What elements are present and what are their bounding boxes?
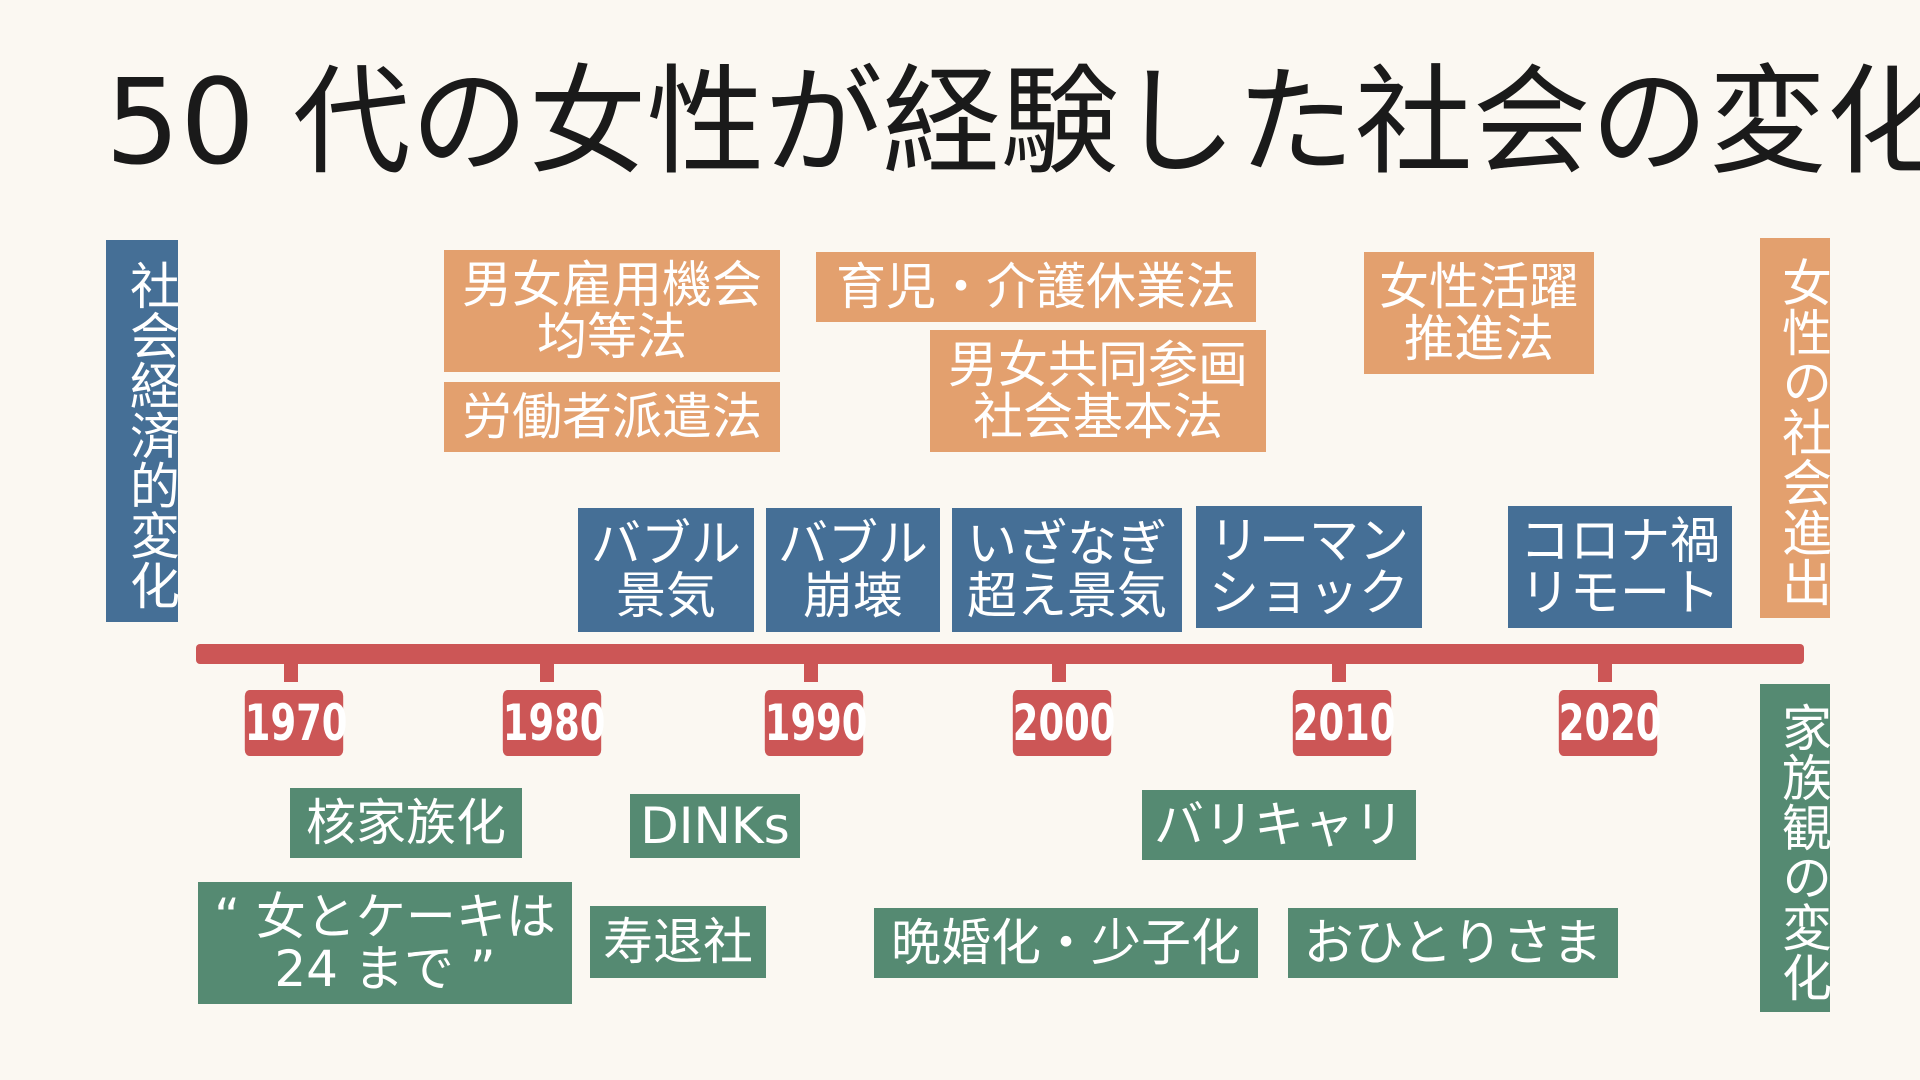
tick-1990 xyxy=(804,660,818,682)
year-label-2000: 2000 xyxy=(1012,690,1115,756)
tick-2000 xyxy=(1052,660,1066,682)
tick-1970 xyxy=(284,660,298,682)
trend-marriage-retirement: 寿退社 xyxy=(590,906,766,978)
trend-dinks: DINKs xyxy=(630,794,800,858)
trend-nuclear-family: 核家族化 xyxy=(290,788,522,858)
trend-career-women: バリキャリ xyxy=(1142,790,1416,860)
year-label-1970: 1970 xyxy=(244,690,347,756)
year-label-1980: 1980 xyxy=(502,690,605,756)
law-equal-employment: 男女雇用機会 均等法 xyxy=(444,250,780,372)
event-izanagi-boom: いざなぎ 超え景気 xyxy=(952,508,1182,632)
event-bubble-collapse: バブル 崩壊 xyxy=(766,508,940,632)
year-label-2020: 2020 xyxy=(1558,690,1661,756)
event-lehman-shock: リーマン ショック xyxy=(1196,506,1422,628)
trend-christmas-cake: “ 女とケーキは 24 まで ” xyxy=(198,882,572,1004)
tick-2020 xyxy=(1598,660,1612,682)
law-women-advancement: 女性活躍 推進法 xyxy=(1364,252,1594,374)
law-childcare-leave: 育児・介護休業法 xyxy=(816,252,1256,322)
trend-living-alone: おひとりさま xyxy=(1288,908,1618,978)
trend-late-marriage: 晩婚化・少子化 xyxy=(874,908,1258,978)
page-title: 50 代の女性が経験した社会の変化 xyxy=(105,53,1920,191)
law-gender-equality: 男女共同参画 社会基本法 xyxy=(930,330,1266,452)
event-covid-remote: コロナ禍 リモート xyxy=(1508,506,1732,628)
side-label-women-advance: 女性の社会進出 xyxy=(1760,238,1832,618)
year-label-1990: 1990 xyxy=(764,690,867,756)
event-bubble-economy: バブル 景気 xyxy=(578,508,754,632)
side-label-family-view: 家族観の変化 xyxy=(1760,684,1832,1012)
timeline-axis xyxy=(196,644,1804,664)
year-label-2010: 2010 xyxy=(1292,690,1395,756)
side-label-socioeconomic: 社会経済的変化 xyxy=(106,240,180,622)
tick-2010 xyxy=(1332,660,1346,682)
law-worker-dispatch: 労働者派遣法 xyxy=(444,382,780,452)
tick-1980 xyxy=(540,660,554,682)
